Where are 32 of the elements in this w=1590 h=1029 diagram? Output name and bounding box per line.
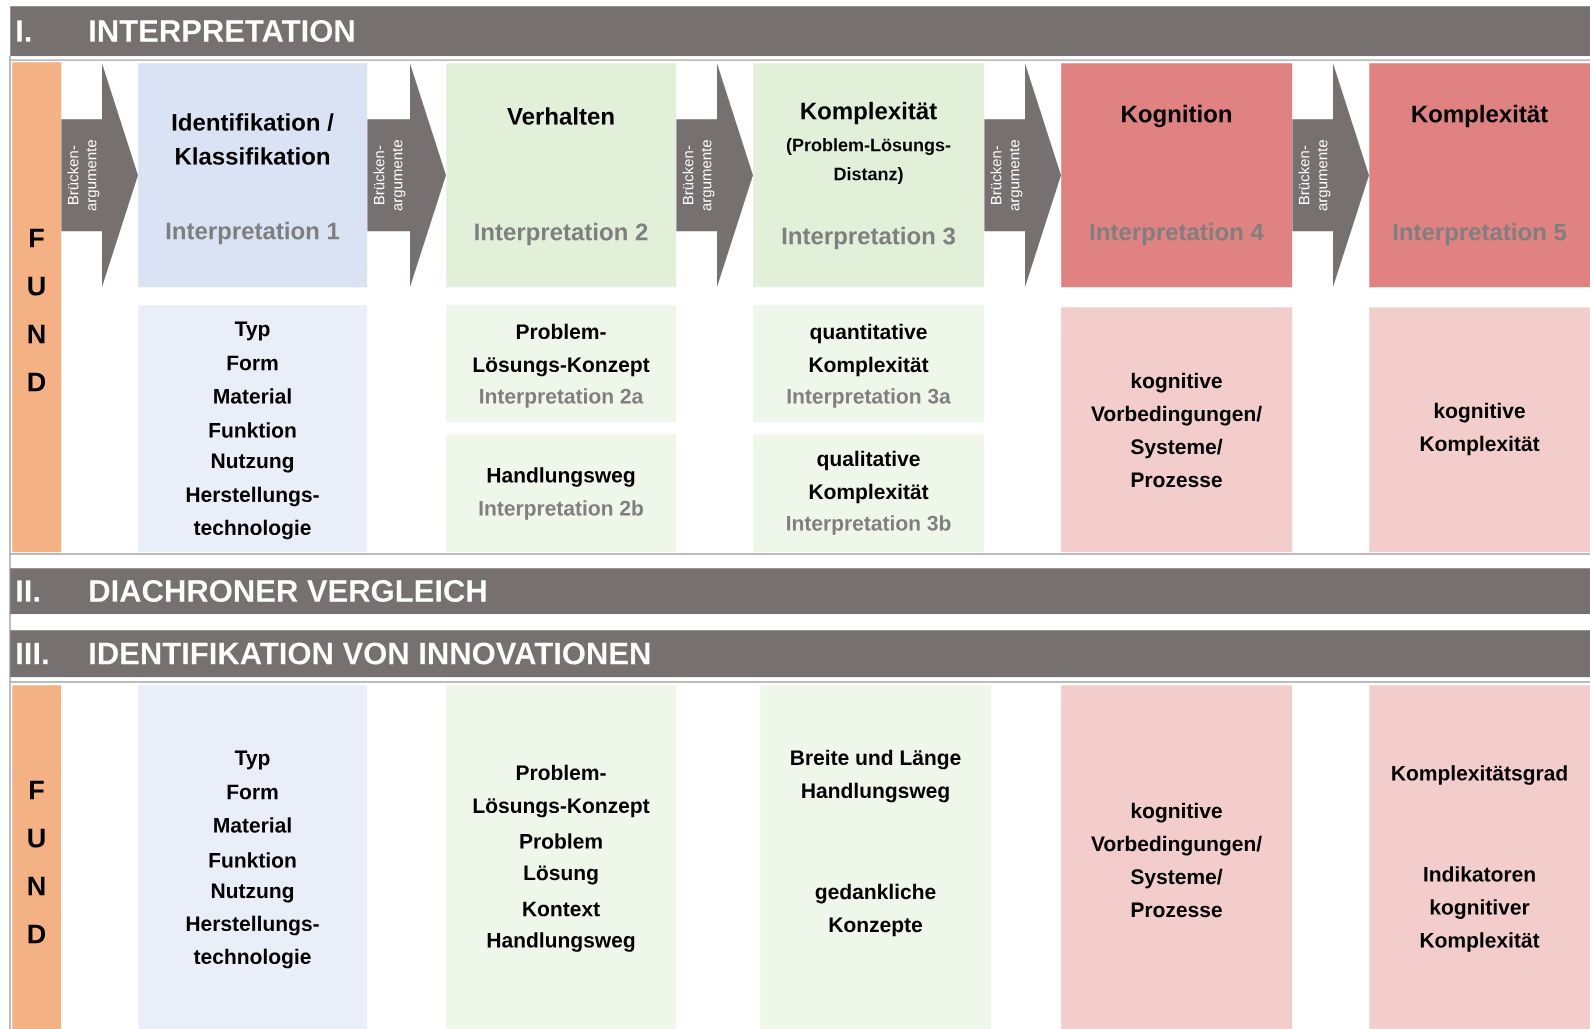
title-band: III. IDENTIFIKATION VON INNOVATIONEN — [10, 630, 1590, 678]
edge-label: Brücken- argumente — [1298, 140, 1331, 211]
side-band: F U N D — [12, 62, 62, 553]
detail-box: qualitative Komplexität Interpretation 3b — [753, 434, 985, 553]
title-band: II. DIACHRONER VERGLEICH — [10, 568, 1590, 615]
edge-label: Brücken- argumente — [373, 140, 406, 211]
detail-box: quantitative Komplexität Interpretation 3a — [753, 305, 985, 423]
category-box: Verhalten Interpretation 2 — [446, 63, 677, 288]
category-box: Komplexität (Problem-Lösungs- Distanz) Interpretation 3 — [753, 63, 985, 288]
category-box: Identifikation / Klassifikation Interpretation 1 — [138, 63, 368, 288]
category-box: Komplexität Interpretation 5 — [1369, 63, 1590, 288]
detail-box: Komplexitätsgrad Indikatoren kognitiver Komplexität — [1369, 685, 1590, 1029]
detail-box: Typ Form Material Funktion Nutzung Herstellungs- technologie — [138, 305, 368, 553]
block-arrow — [1292, 63, 1369, 288]
edge-label: Brücken- argumente — [67, 140, 100, 211]
side-band: F U N D — [12, 685, 62, 1029]
edge-label: Brücken- argumente — [682, 140, 715, 211]
detail-box: Problem- Lösungs-Konzept Problem Lösung Kontext Handlungsweg — [446, 685, 677, 1029]
detail-box: kognitive Vorbedingungen/ Systeme/ Prozesse — [1061, 685, 1293, 1029]
block-arrow — [676, 63, 753, 288]
category-box: Kognition Interpretation 4 — [1061, 63, 1293, 288]
detail-box: Breite und Länge Handlungsweg gedankliche Konzepte — [760, 685, 992, 1029]
block-arrow — [367, 63, 446, 288]
detail-box: kognitive Komplexität — [1369, 307, 1590, 553]
block-arrow — [984, 63, 1061, 288]
detail-box: Handlungsweg Interpretation 2b — [446, 434, 677, 553]
block-arrow — [61, 63, 138, 288]
detail-box: Problem- Lösungs-Konzept Interpretation 2a — [446, 305, 677, 423]
detail-box: Typ Form Material Funktion Nutzung Herstellungs- technologie — [138, 685, 368, 1029]
edge-label: Brücken- argumente — [990, 140, 1023, 211]
detail-box: kognitive Vorbedingungen/ Systeme/ Prozesse — [1061, 307, 1293, 553]
title-band: I. INTERPRETATION — [10, 6, 1590, 57]
